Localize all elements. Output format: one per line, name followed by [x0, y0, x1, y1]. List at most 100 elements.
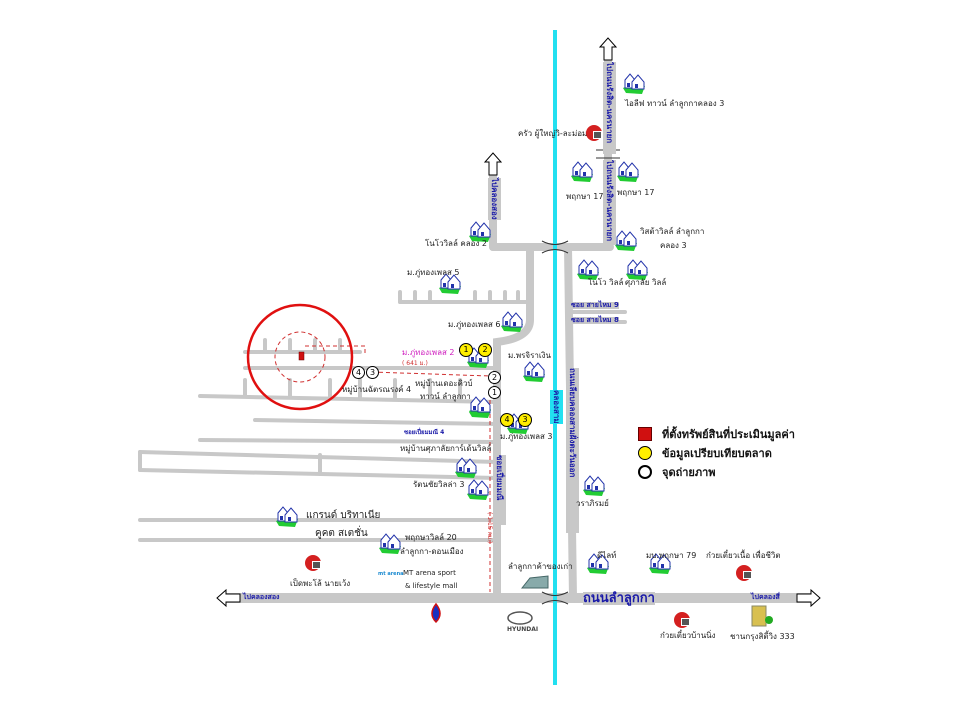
place-pruksaville-2: ลำลูกกา-ดอนเมือง [400, 547, 464, 556]
place-noodle-ning: ก๋วยเตี๋ยวบ้านนิ่ง [660, 631, 716, 640]
place-waraphirom: วราภิรมย์ [576, 499, 609, 508]
distance-label-soi: ( 1.15 กม.) [486, 512, 493, 544]
direction-arrows [216, 37, 821, 608]
road-label-soi-piam-mani: ซอยเปี่ยมมณี [493, 455, 506, 525]
warehouse-icon [520, 575, 549, 589]
restaurant-icon [305, 555, 321, 571]
road-label-soi-sai-mai-9: ซอย สายไหม 9 [571, 301, 619, 309]
road-soi-piam-mani [493, 244, 534, 602]
restaurant-icon [674, 612, 690, 628]
place-pornjira: ม.พรจิราเงิน [508, 351, 551, 360]
place-mt-2: & lifestyle mall [405, 582, 458, 590]
route-lines [305, 345, 491, 592]
arrow-right-icon [796, 588, 821, 608]
legend-comparable-label: ข้อมูลเปรียบเทียบตลาด [662, 446, 772, 460]
road-label-lam-luk-ka: ถนนลำลูกกา [583, 591, 655, 606]
place-noodle-beef: ก๋วยเตี๋ยวเนื้อ เพื่อชีวิต [706, 551, 781, 560]
place-rattanachai: รัตนชัยวิลล่า 3 [413, 480, 465, 489]
comparable-marker-4[interactable]: 4 [500, 413, 514, 427]
place-delight: ดีไลท์ [597, 551, 617, 560]
place-pruksaville-1: พฤกษาวิลล์ 20 [405, 533, 457, 542]
place-mt-1: MT arena sport [403, 569, 456, 577]
red-square-icon [638, 426, 652, 441]
place-grand-1: แกรนด์ บริทาเนีย [306, 510, 381, 521]
mt-arena-logo: mt arena [378, 571, 404, 577]
house-icon [576, 259, 600, 281]
place-antique: ลำลูกกาค้าของเก่า [508, 562, 573, 571]
place-vista-1: วิสต้าวิลล์ ลำลูกกา [640, 227, 705, 236]
restaurant-icon [586, 125, 602, 141]
place-pruksa-17-b: พฤกษา 17 [617, 188, 655, 197]
road-label-to-khlong-si: ไปคลองสี่ [751, 593, 780, 601]
place-cube-2: ทาวน์ ลำลูกกา [420, 392, 471, 401]
arrow-left-icon [216, 588, 241, 608]
house-icon [570, 161, 594, 183]
place-supalai: ศุภาลัย วิลล์ [625, 278, 667, 287]
place-phuthong-3: ม.ภู่ทองเพลส 3 [500, 432, 553, 441]
house-icon [466, 479, 490, 501]
place-chankrung: ชานกรุงสิตี้วิง 333 [730, 632, 795, 641]
legend-photo-label: จุดถ่ายภาพ [662, 465, 716, 479]
house-icon [614, 230, 638, 252]
arrow-up-icon [483, 152, 503, 176]
map-legend: ที่ตั้งทรัพย์สินที่ประเมินมูลค่า ข้อมูลเ… [638, 424, 795, 481]
legend-subject-label: ที่ตั้งทรัพย์สินที่ประเมินมูลค่า [662, 427, 795, 441]
comparable-marker-3[interactable]: 3 [518, 413, 532, 427]
place-chatnarong: หมู่บ้านฉัตรณรงค์ 4 [342, 385, 412, 394]
comparable-marker-2[interactable]: 2 [478, 343, 492, 357]
road-label-soi-piam-mani-4: ซอยเปี่ยมมณี 4 [404, 429, 445, 436]
hyundai-label: HYUNDAI [507, 626, 539, 633]
place-vista-2: คลอง 3 [660, 241, 687, 250]
place-supalai-garden: หมู่บ้านศุภาลัยการ์เด้นวิลล์ [400, 444, 492, 453]
yellow-circle-icon [638, 445, 652, 460]
bridges [541, 149, 620, 605]
house-icon [625, 259, 649, 281]
house-icon [275, 506, 299, 528]
camera-point-icon [638, 464, 652, 479]
place-duck: เป็ดพะโล้ นายเว้ง [290, 579, 351, 588]
distance-label-subject: ( 641 ม.) [402, 360, 428, 367]
place-ilive: ไอลีฟ ทาวน์ ลำลูกกาคลอง 3 [625, 99, 725, 108]
place-krua: ครัว ผู้ใหญ่วิ-ละม่อม [518, 129, 588, 138]
photo-marker-4[interactable]: 4 [352, 366, 365, 379]
roads [138, 56, 817, 603]
legend-photo: จุดถ่ายภาพ [638, 462, 795, 481]
comparable-marker-1[interactable]: 1 [459, 343, 473, 357]
house-icon [582, 475, 606, 497]
photo-marker-1[interactable]: 1 [488, 386, 501, 399]
place-phuthong-2: ม.ภู่ทองเพลส 2 [402, 348, 455, 357]
place-pruksa-17-a: พฤกษา 17 [566, 192, 604, 201]
place-pruksa-79: มบ.พฤกษา 79 [646, 551, 697, 560]
place-phuthong-6: ม.ภู่ทองเพลส 6 [448, 320, 501, 329]
house-icon [622, 73, 646, 95]
subject-property-marker[interactable] [298, 351, 305, 361]
restaurant-icon [736, 565, 752, 581]
hyundai-logo-icon [507, 611, 533, 625]
house-icon [438, 273, 462, 295]
place-novo-2: โนโววิลล์ คลอง 2 [425, 239, 487, 248]
house-icon [616, 161, 640, 183]
legend-comparable: ข้อมูลเปรียบเทียบตลาด [638, 443, 795, 462]
place-novo: โนโว วิลล์ [588, 278, 624, 287]
road-label-to-khlong-song: ไปคลองสอง [243, 593, 280, 601]
road-label-khlong-sam-east: ถนนเลียบคลองสามฝั่งตะวันออก [566, 368, 579, 533]
road-label-soi-sai-mai-8: ซอย สายไหม 8 [571, 316, 619, 324]
place-phuthong-5: ม.ภู่ทองเพลส 5 [407, 268, 460, 277]
building-icon [751, 605, 773, 627]
house-icon [522, 361, 546, 383]
road-label-rangsit-continued: ไปถนนรังสิต-นครนายก [603, 160, 616, 245]
subject-radius-circle [274, 331, 326, 383]
gas-station-icon [431, 602, 441, 624]
subject-area-circle [246, 303, 354, 411]
place-grand-2: คูคต สเตชั่น [315, 528, 368, 539]
photo-marker-2[interactable]: 2 [488, 371, 501, 384]
house-icon [500, 311, 524, 333]
photo-marker-3[interactable]: 3 [366, 366, 379, 379]
arrow-up-icon [598, 37, 618, 61]
house-icon [378, 533, 402, 555]
canal-label: คลองสาม [550, 390, 563, 424]
road-label-to-khlong-song-north: ไปคลองสอง [488, 178, 501, 220]
road-label-to-rangsit: ไปถนนรังสิต-นครนายก [603, 62, 616, 154]
legend-subject: ที่ตั้งทรัพย์สินที่ประเมินมูลค่า [638, 424, 795, 443]
